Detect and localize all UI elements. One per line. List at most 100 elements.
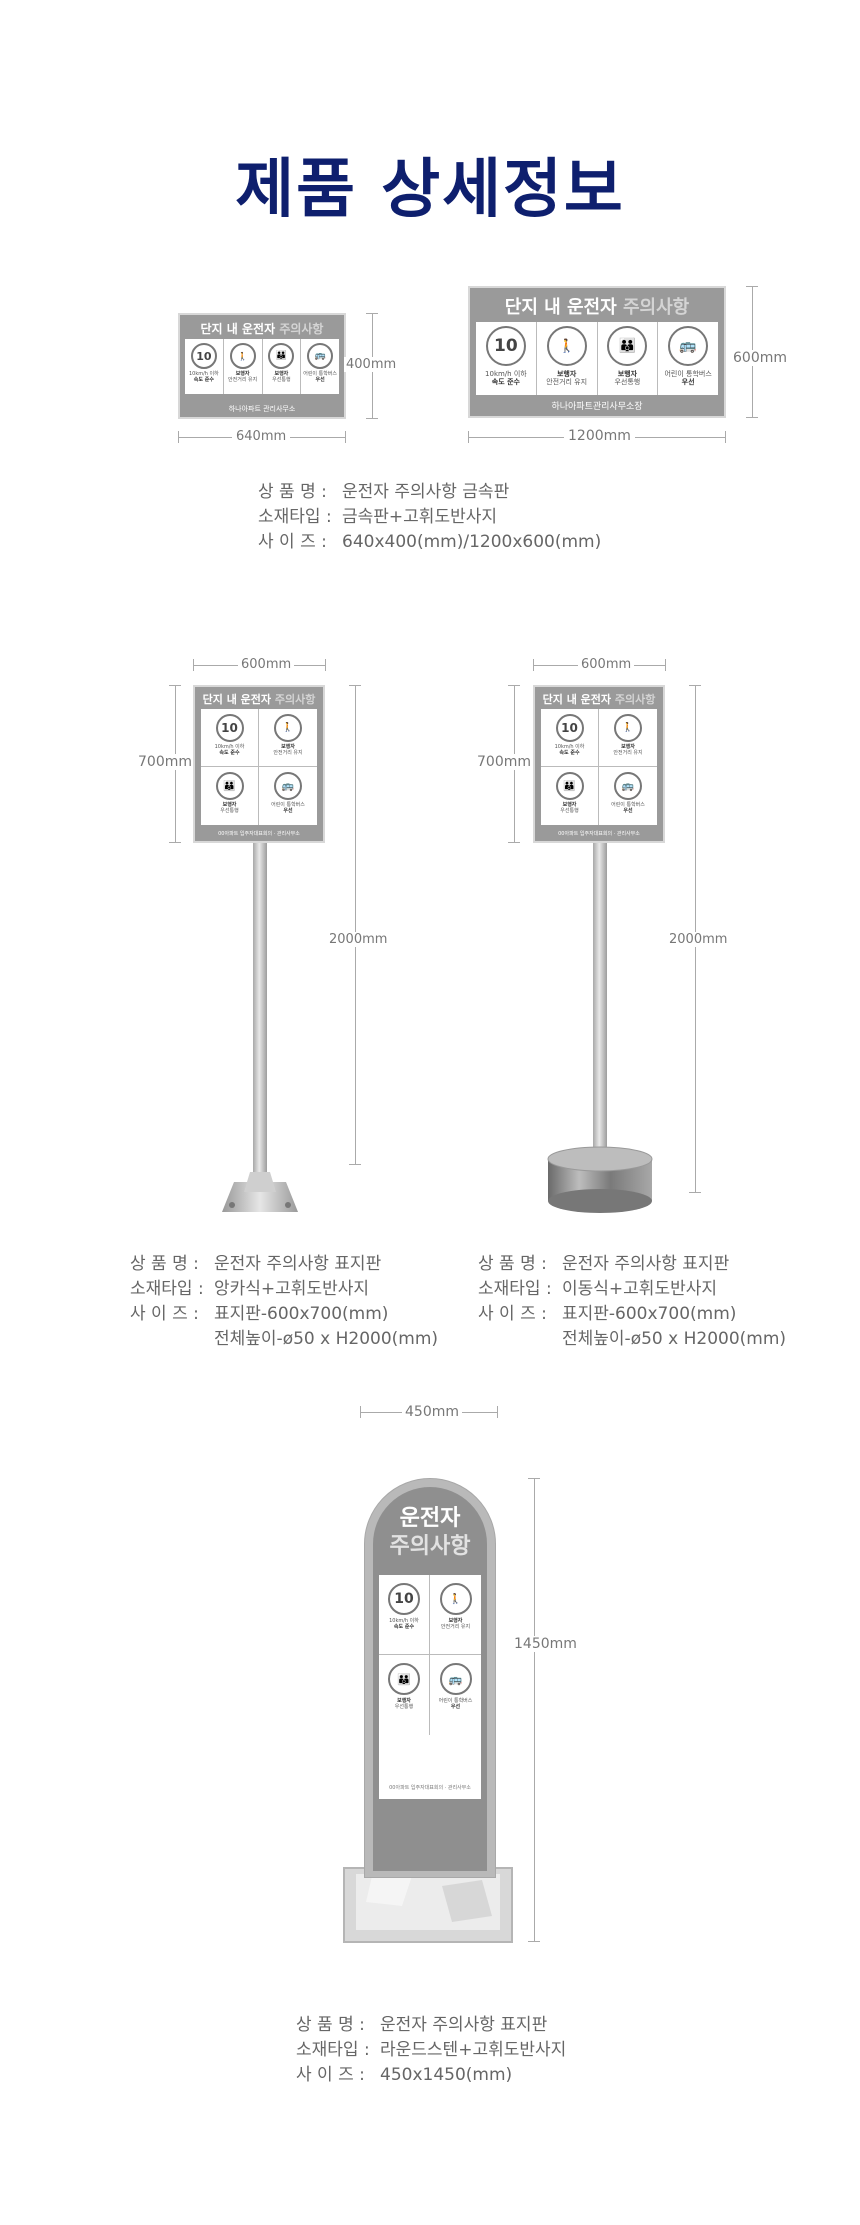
dim-tick [366,418,378,419]
dim-total-height: 2000mm [667,932,730,947]
spec-label: 소재타입 : [130,1279,204,1299]
spec-row: 사 이 즈 :표지판-600x700(mm) [478,1302,786,1327]
spec-row: 소재타입 :앙카식+고휘도반사지 [130,1277,438,1302]
dim-tick [349,1164,361,1165]
spec-label: 상 품 명 : [296,2015,365,2035]
cell-text: 보행자 [222,802,237,808]
cell-text: 보행자 [281,744,295,750]
sign-footer: 00아파트 입주자대표회의 · 관리사무소 [218,831,300,837]
cell-text: 안전거리 유지 [228,376,258,383]
cell-text: 어린이 통학버스 [664,370,712,378]
cell-text: 보행자 [621,744,635,750]
walking-people-icon: 👪 [388,1663,420,1695]
spec-label: 소재타입 : [296,2040,370,2060]
dim-width: 600mm [578,657,635,672]
spec-value: 금속판+고휘도반사지 [342,507,498,527]
spec-row: 소재타입 : 금속판+고휘도반사지 [258,505,601,530]
dim-line [355,685,356,1165]
dim-tick [345,431,346,443]
spec-value: 전체높이-ø50 x H2000(mm) [562,1329,787,1349]
pedestrian-car-icon: 🚶 [614,714,642,742]
walking-people-icon: 👪 [607,326,648,366]
dim-tick [508,842,520,843]
spec-row: 상 품 명 :운전자 주의사항 금속판 [258,480,601,505]
dim-width: 450mm [402,1404,462,1420]
spec-value: 표지판-600x700(mm) [214,1304,389,1324]
spec-label: 소재타입 : [478,1279,552,1299]
spec-value: 운전자 주의사항 표지판 [214,1254,382,1274]
cell-text: 우선통행 [560,807,579,814]
spec-row: 사 이 즈 :640x400(mm)/1200x600(mm) [258,530,601,555]
sign-header-main: 단지 내 운전자 [542,693,612,706]
cell-text: 우선 [681,378,695,387]
cell-text: 10km/h 이하 [554,744,585,750]
dim-tick [528,1478,540,1479]
cell-text: 우선통행 [220,807,239,814]
pedestrian-car-icon: 🚶 [439,1583,472,1615]
dim-width-large: 1200mm [564,428,635,444]
sign-pole [593,840,607,1170]
page-title: 제품 상세정보 [235,153,625,227]
bus-icon: 🚌 [274,772,302,800]
dim-tick [746,286,758,287]
spec-row: 전체높이-ø50 x H2000(mm) [478,1327,786,1352]
spec-row: 상 품 명 :운전자 주의사항 표지판 [296,2013,566,2038]
spec-row: 소재타입 : 이동식+고휘도반사지 [478,1277,786,1302]
cell-text: 우선통행 [614,378,641,387]
cell-text: 안전거리 유지 [613,749,643,756]
stand-base [342,1866,514,1944]
pedestrian-car-icon: 🚶 [229,343,256,369]
dim-tick [725,431,726,443]
cell-text: 안전거리 유지 [440,1623,471,1630]
product2-specs: 상 품 명 : 운전자 주의사항 표지판 소재타입 :앙카식+고휘도반사지 사 이… [130,1252,438,1352]
spec-label: 상 품 명 : [130,1254,199,1274]
dim-tick [528,1941,540,1942]
spec-row: 사 이 즈 :표지판-600x700(mm) [130,1302,438,1327]
cell-text: 어린이 통학버스 [438,1698,473,1704]
speed-limit-icon: 10 [215,714,244,742]
cell-text: 보행자 [397,1698,411,1704]
round-title-2: 주의사항 [389,1534,471,1559]
cell-text: 보행자 [235,371,250,377]
spec-row: 전체높이-ø50 x H2000(mm) [130,1327,438,1352]
cell-text: 보행자 [448,1618,463,1624]
spec-value: 이동식+고휘도반사지 [562,1279,718,1299]
cell-text: 속도 준수 [393,1623,415,1630]
spec-value: 라운드스텐+고휘도반사지 [380,2040,567,2060]
cell-text: 10km/h 이하 [188,371,219,377]
cell-text: 보행자 [274,371,289,377]
dim-tick [349,685,361,686]
speed-limit-icon: 10 [485,326,526,366]
dim-tick [689,685,701,686]
cell-text: 어린이 통학버스 [611,802,645,808]
cell-text: 속도 준수 [219,749,240,756]
product4-specs: 상 품 명 :운전자 주의사항 표지판 소재타입 : 라운드스텐+고휘도반사지 사… [296,2013,566,2088]
spec-label: 사 이 즈 : [258,532,327,552]
dim-total-height: 2000mm [327,932,390,947]
spec-label: 사 이 즈 : [296,2065,365,2085]
spec-row: 사 이 즈 : 450x1450(mm) [296,2063,566,2088]
dim-tick [325,659,326,671]
sign-pole [253,840,267,1185]
dim-tick [689,1192,701,1193]
spec-label: 소재타입 : [258,507,332,527]
pedestrian-car-icon: 🚶 [274,714,302,742]
round-stand-lower-panel: 00아파트 입주자대표회의 · 관리사무소 [379,1735,481,1799]
cell-text: 우선 [450,1703,461,1710]
spec-value: 450x1450(mm) [380,2065,513,2085]
cell-text: 어린이 통학버스 [271,802,305,808]
spec-label: 상 품 명 : [478,1254,547,1274]
